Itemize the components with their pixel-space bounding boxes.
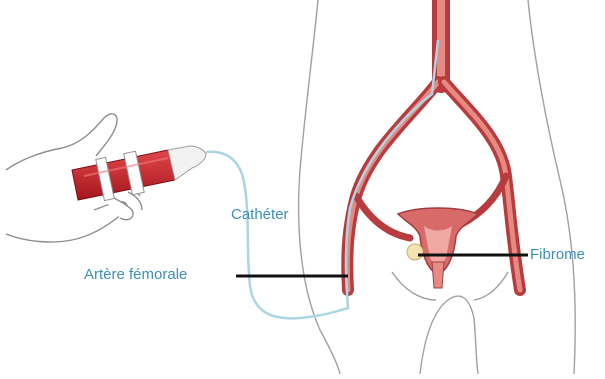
femoral-artery-label: Artère fémorale [84,266,187,284]
catheter-label: Cathéter [231,206,289,224]
fibroid [407,244,423,260]
fibroid-label: Fibrome [530,246,585,264]
